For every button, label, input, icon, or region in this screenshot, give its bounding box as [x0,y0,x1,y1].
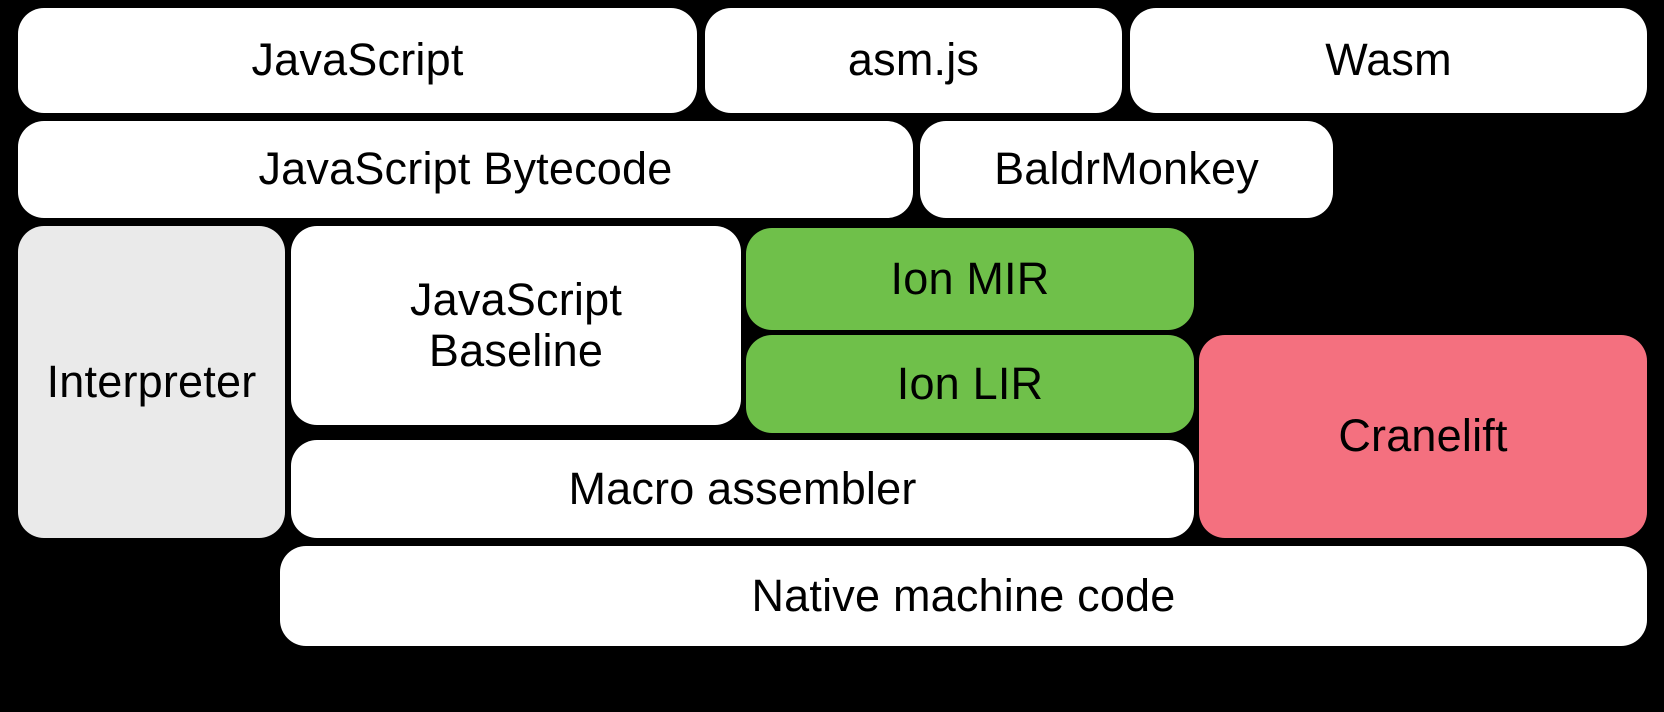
node-asm-js: asm.js [705,8,1122,113]
node-cranelift: Cranelift [1199,335,1647,538]
node-ion-mir: Ion MIR [746,228,1194,330]
node-native-machine-code: Native machine code [280,546,1647,646]
node-javascript: JavaScript [18,8,697,113]
node-baldrmonkey: BaldrMonkey [920,121,1333,218]
node-javascript-bytecode: JavaScript Bytecode [18,121,913,218]
node-macro-assembler: Macro assembler [291,440,1194,538]
node-ion-lir: Ion LIR [746,335,1194,433]
node-wasm: Wasm [1130,8,1647,113]
node-interpreter: Interpreter [18,226,285,538]
node-javascript-baseline: JavaScript Baseline [291,226,741,425]
